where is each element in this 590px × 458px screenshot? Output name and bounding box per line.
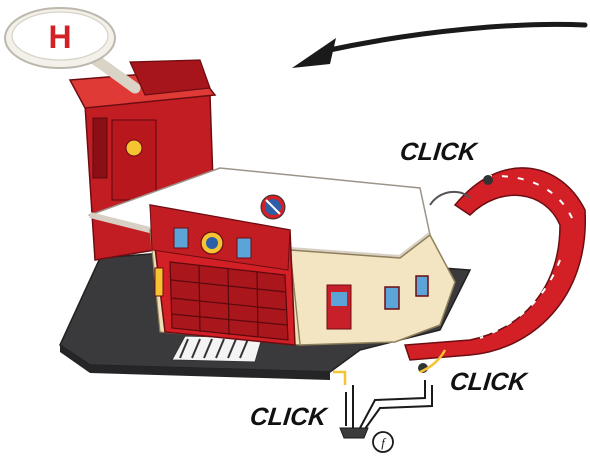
direction-arrow-icon bbox=[292, 24, 585, 68]
connector-detail: f bbox=[333, 372, 432, 452]
click-label-right: CLICK bbox=[448, 368, 527, 397]
step-badge-icon: f bbox=[373, 432, 393, 452]
click-label-bottom: CLICK bbox=[248, 403, 327, 432]
helipad-letter: H bbox=[48, 19, 71, 55]
emblem-icon bbox=[126, 140, 142, 156]
click-label-top: CLICK bbox=[398, 138, 477, 167]
helipad-icon: H bbox=[5, 8, 135, 88]
hydrant-sign-icon bbox=[155, 268, 163, 296]
